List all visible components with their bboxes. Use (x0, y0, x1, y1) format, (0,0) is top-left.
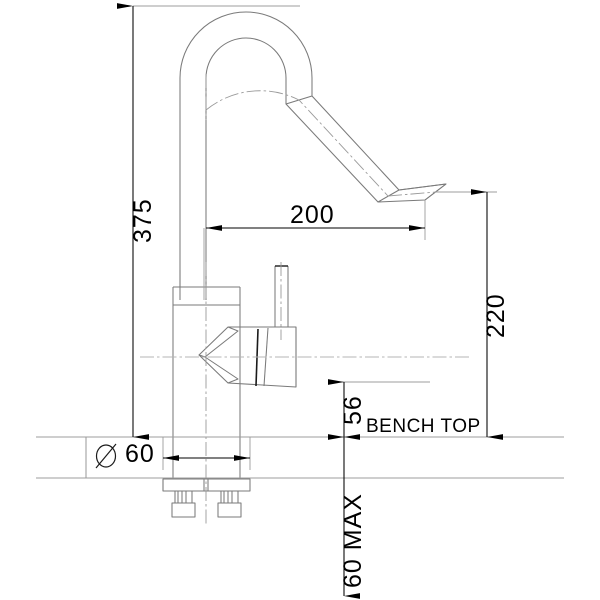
bench-top-label: BENCH TOP (366, 416, 481, 437)
faucet-outline (162, 11, 447, 518)
dimension-label-handle-clearance: 56 (339, 395, 367, 425)
centre-lines (140, 74, 470, 525)
dimension-label-hole-diameter: 60 (125, 440, 155, 468)
spout-centreline (205, 90, 389, 197)
dimension-label-spout-reach: 200 (290, 201, 335, 229)
dimension-label-outlet-height: 220 (482, 293, 510, 338)
diameter-symbol-icon (95, 443, 117, 469)
dimension-label-overall-height: 375 (129, 198, 157, 243)
dimension-label-bench-thickness: 60 MAX (339, 493, 367, 588)
dimension-lines (85, 3, 503, 599)
sprayer-centreline (387, 191, 437, 197)
